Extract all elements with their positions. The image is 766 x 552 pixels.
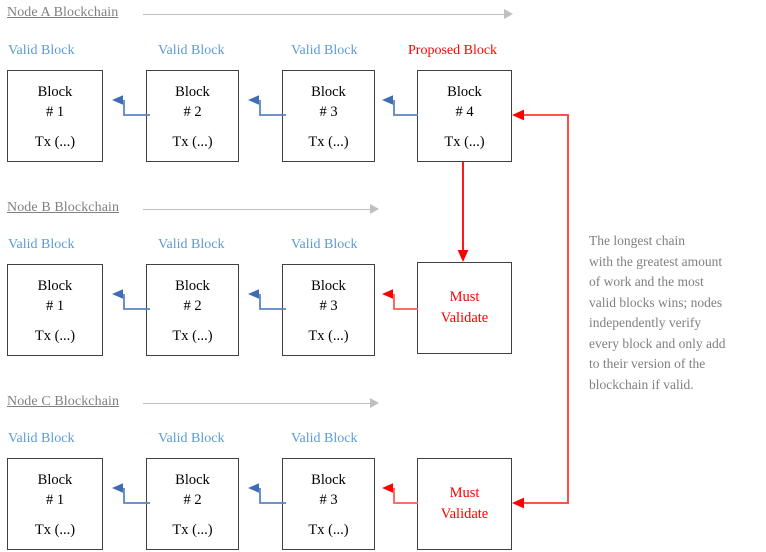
node-a-link-arrow-1-2-icon <box>110 94 152 122</box>
node-b-block-2-tag: Valid Block <box>158 237 225 252</box>
node-c-block-3-tag: Valid Block <box>291 431 358 446</box>
node-a-heading-rule-arrow <box>143 9 513 20</box>
node-c-heading-rule-arrow <box>143 398 379 409</box>
node-a-link-arrow-3-4-icon <box>380 94 422 122</box>
node-b-validate-link-arrow-icon <box>380 288 422 316</box>
block-title: Block # 4 <box>447 84 482 120</box>
node-a-block-1-tag: Valid Block <box>8 43 75 58</box>
block-tx: Tx (...) <box>172 134 213 150</box>
node-b-heading-rule-arrow <box>143 204 379 215</box>
block-title: Block # 1 <box>37 472 73 508</box>
block-tx: Tx (...) <box>172 328 213 344</box>
block-tx: Tx (...) <box>172 522 213 538</box>
node-a-heading: Node A Blockchain <box>7 5 119 20</box>
block-tx: Tx (...) <box>308 328 349 344</box>
block-tx: Tx (...) <box>34 522 76 538</box>
loop-into-block-4-arrow-icon <box>512 109 524 121</box>
block-tx: Tx (...) <box>444 134 485 150</box>
node-a-block-2[interactable]: Block # 2 Tx (...) <box>146 70 239 162</box>
node-b-must-validate-box[interactable]: Must Validate <box>417 262 512 354</box>
block-title: Block # 3 <box>311 84 346 120</box>
node-b-block-1[interactable]: Block # 1 Tx (...) <box>7 264 103 356</box>
node-c-block-1-tag: Valid Block <box>8 431 75 446</box>
block-title: Block # 2 <box>175 278 210 314</box>
node-a-block-1[interactable]: Block # 1 Tx (...) <box>7 70 103 162</box>
block-tx: Tx (...) <box>34 134 76 150</box>
node-b-link-arrow-2-3-icon <box>246 288 288 316</box>
propose-to-node-b-arrow-icon <box>457 162 469 262</box>
block-tx: Tx (...) <box>308 134 349 150</box>
node-a-block-3-tag: Valid Block <box>291 43 358 58</box>
propagation-loop-to-node-c-arrow-icon <box>512 114 569 509</box>
block-title: Block # 1 <box>37 278 73 314</box>
node-c-block-3[interactable]: Block # 3 Tx (...) <box>282 458 375 550</box>
node-c-link-arrow-1-2-icon <box>110 482 152 510</box>
node-b-link-arrow-1-2-icon <box>110 288 152 316</box>
block-tx: Tx (...) <box>308 522 349 538</box>
node-c-block-2[interactable]: Block # 2 Tx (...) <box>146 458 239 550</box>
node-b-block-2[interactable]: Block # 2 Tx (...) <box>146 264 239 356</box>
node-b-heading: Node B Blockchain <box>7 200 120 215</box>
longest-chain-explanation: The longest chain with the greatest amou… <box>589 233 726 392</box>
node-c-heading: Node C Blockchain <box>7 394 120 409</box>
block-title: Block # 1 <box>37 84 73 120</box>
node-c-block-1[interactable]: Block # 1 Tx (...) <box>7 458 103 550</box>
block-title: Block # 2 <box>175 472 210 508</box>
must-validate-label: Must Validate <box>440 484 489 522</box>
node-a-block-2-tag: Valid Block <box>158 43 225 58</box>
node-a-block-4-tag: Proposed Block <box>408 43 498 58</box>
node-b-block-3-tag: Valid Block <box>291 237 358 252</box>
block-title: Block # 3 <box>311 278 346 314</box>
node-c-link-arrow-2-3-icon <box>246 482 288 510</box>
node-a-block-3[interactable]: Block # 3 Tx (...) <box>282 70 375 162</box>
must-validate-label: Must Validate <box>440 288 489 326</box>
node-c-block-2-tag: Valid Block <box>158 431 225 446</box>
node-b-block-3[interactable]: Block # 3 Tx (...) <box>282 264 375 356</box>
node-b-block-1-tag: Valid Block <box>8 237 75 252</box>
block-title: Block # 3 <box>311 472 346 508</box>
node-c-must-validate-box[interactable]: Must Validate <box>417 458 512 550</box>
node-a-block-4[interactable]: Block # 4 Tx (...) <box>417 70 512 162</box>
node-a-link-arrow-2-3-icon <box>246 94 288 122</box>
node-c-validate-link-arrow-icon <box>380 482 422 510</box>
block-title: Block # 2 <box>175 84 210 120</box>
block-tx: Tx (...) <box>34 328 76 344</box>
